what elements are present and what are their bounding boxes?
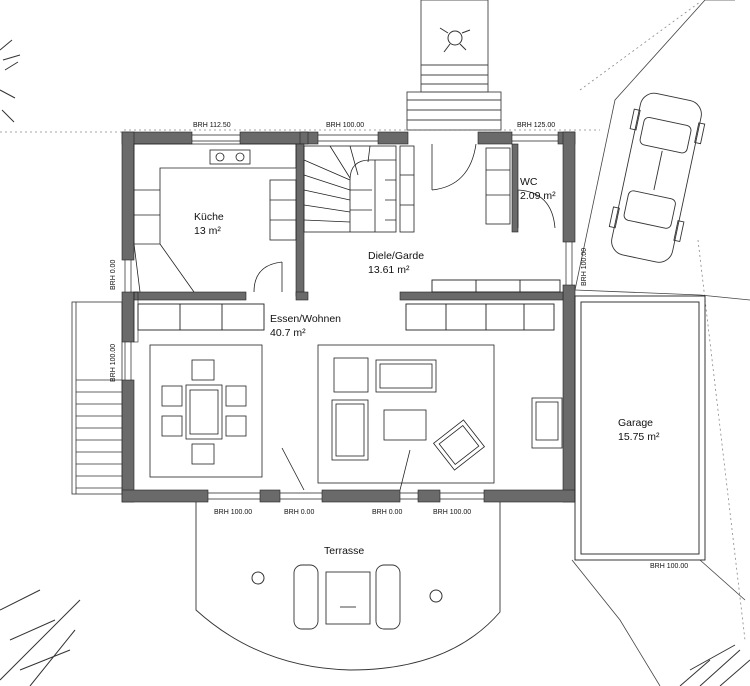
room-name-kueche: Küche (194, 211, 224, 223)
brh-right-upper: BRH 100.00 (581, 248, 588, 286)
brh-left-lower: BRH 100.00 (110, 344, 117, 382)
brh-labels: BRH 112.50 BRH 100.00 BRH 125.00 BRH 0.0… (110, 122, 688, 570)
kitchen-counters (133, 143, 297, 293)
room-name-wc: WC (520, 176, 538, 188)
room-name-terrasse: Terrasse (324, 545, 364, 557)
brh-left-upper: BRH 0.00 (110, 260, 117, 290)
wc-door (517, 189, 556, 229)
brh-bottom-1: BRH 100.00 (214, 509, 252, 516)
room-area-kueche: 13 m² (194, 225, 221, 237)
room-name-diele: Diele/Garde (368, 250, 424, 262)
room-labels: Küche 13 m² Diele/Garde 13.61 m² WC 2.09… (194, 176, 660, 557)
brh-top-left: BRH 112.50 (193, 122, 231, 129)
room-area-garage: 15.75 m² (618, 431, 660, 443)
staircase (303, 145, 415, 233)
brh-bottom-2: BRH 0.00 (284, 509, 314, 516)
interior-walls (133, 143, 564, 343)
dining-table (149, 344, 263, 478)
brh-top-mid: BRH 100.00 (326, 122, 364, 129)
site-boundary (0, 1, 746, 641)
cabinets (137, 279, 561, 331)
car-icon (608, 92, 706, 263)
driveway (571, 0, 750, 686)
brh-bottom-3: BRH 0.00 (372, 509, 402, 516)
room-area-wc: 2.09 m² (520, 190, 556, 202)
exterior-stairs (71, 301, 123, 495)
wardrobe (485, 147, 511, 225)
terrace-doors (281, 447, 411, 491)
garage (574, 295, 706, 561)
plant-icon (251, 571, 443, 603)
room-name-essen: Essen/Wohnen (270, 313, 341, 325)
entry-path (406, 0, 502, 131)
brh-top-right: BRH 125.00 (517, 122, 555, 129)
windows (124, 134, 573, 500)
front-door (431, 143, 477, 191)
exterior-walls (121, 131, 576, 503)
plant-icon (439, 27, 471, 53)
brh-bottom-4: BRH 100.00 (433, 509, 471, 516)
living-furniture (317, 344, 563, 484)
brh-garage-bottom: BRH 100.00 (650, 563, 688, 570)
room-area-essen: 40.7 m² (270, 327, 306, 339)
room-name-garage: Garage (618, 417, 653, 429)
room-area-diele: 13.61 m² (368, 264, 410, 276)
tree-icon (0, 39, 750, 686)
terrace (195, 502, 501, 671)
